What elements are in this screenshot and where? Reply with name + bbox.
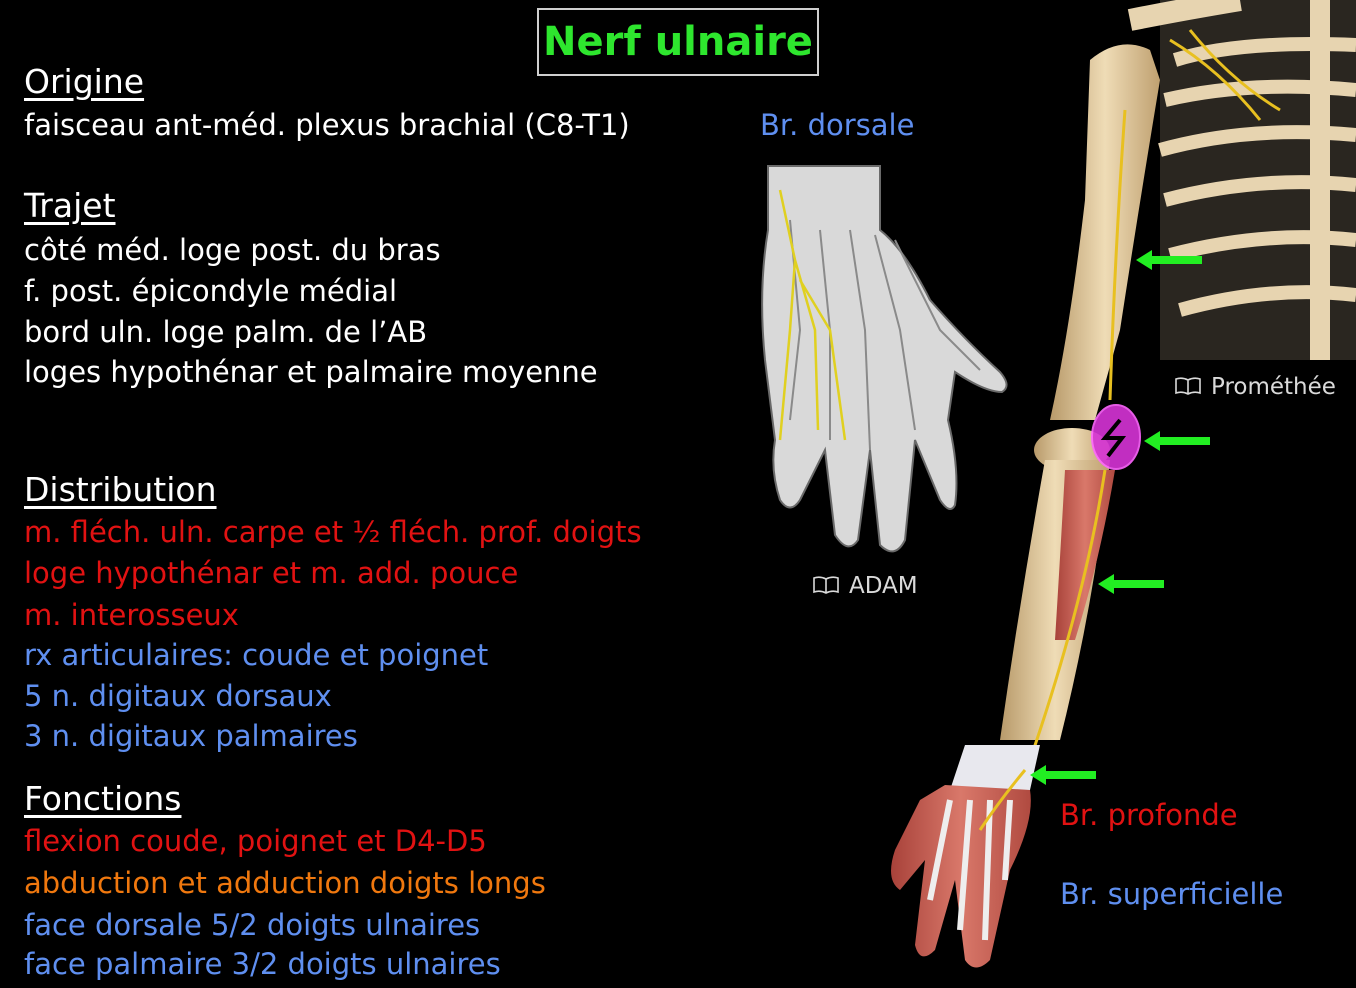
arrow-left-icon xyxy=(1144,431,1210,451)
credit-promethee: Prométhée xyxy=(1175,374,1336,400)
distribution-line: rx articulaires: coude et poignet xyxy=(24,638,489,672)
title-box: Nerf ulnaire xyxy=(537,8,819,76)
arrow-left-icon xyxy=(1136,250,1202,270)
label-br-superficielle: Br. superficielle xyxy=(1060,877,1284,911)
dorsal-hand-drawing xyxy=(761,165,1008,553)
heading-distribution: Distribution xyxy=(24,470,217,509)
arrow-left-icon xyxy=(1030,765,1096,785)
credit-adam: ADAM xyxy=(813,573,918,599)
trajet-line: loges hypothénar et palmaire moyenne xyxy=(24,355,598,389)
heading-fonctions: Fonctions xyxy=(24,779,182,818)
label-br-dorsale: Br. dorsale xyxy=(760,108,915,142)
lightning-icon xyxy=(1100,418,1127,458)
arrow-left-icon xyxy=(1098,574,1164,594)
distribution-line: 3 n. digitaux palmaires xyxy=(24,719,358,753)
origine-line: faisceau ant-méd. plexus brachial (C8-T1… xyxy=(24,108,630,142)
rib-cage-drawing xyxy=(1127,0,1356,360)
distribution-line: 5 n. digitaux dorsaux xyxy=(24,679,332,713)
fonctions-line: flexion coude, poignet et D4-D5 xyxy=(24,824,487,858)
distribution-line: m. interosseux xyxy=(24,598,239,632)
arm-drawing xyxy=(891,44,1160,968)
page-title: Nerf ulnaire xyxy=(543,19,813,65)
label-br-profonde: Br. profonde xyxy=(1060,798,1238,832)
fonctions-line: face dorsale 5/2 doigts ulnaires xyxy=(24,908,481,942)
credit-promethee-text: Prométhée xyxy=(1211,374,1336,400)
distribution-line: m. fléch. uln. carpe et ½ fléch. prof. d… xyxy=(24,515,642,549)
credit-adam-text: ADAM xyxy=(849,573,918,599)
heading-trajet: Trajet xyxy=(24,186,116,225)
fonctions-line: abduction et adduction doigts longs xyxy=(24,866,546,900)
book-icon xyxy=(1175,377,1201,395)
heading-origine: Origine xyxy=(24,62,145,101)
trajet-line: f. post. épicondyle médial xyxy=(24,274,398,308)
trajet-line: côté méd. loge post. du bras xyxy=(24,233,441,267)
fonctions-line: face palmaire 3/2 doigts ulnaires xyxy=(24,947,501,981)
book-icon xyxy=(813,576,839,594)
trajet-line: bord uln. loge palm. de l’AB xyxy=(24,315,428,349)
distribution-line: loge hypothénar et m. add. pouce xyxy=(24,556,519,590)
